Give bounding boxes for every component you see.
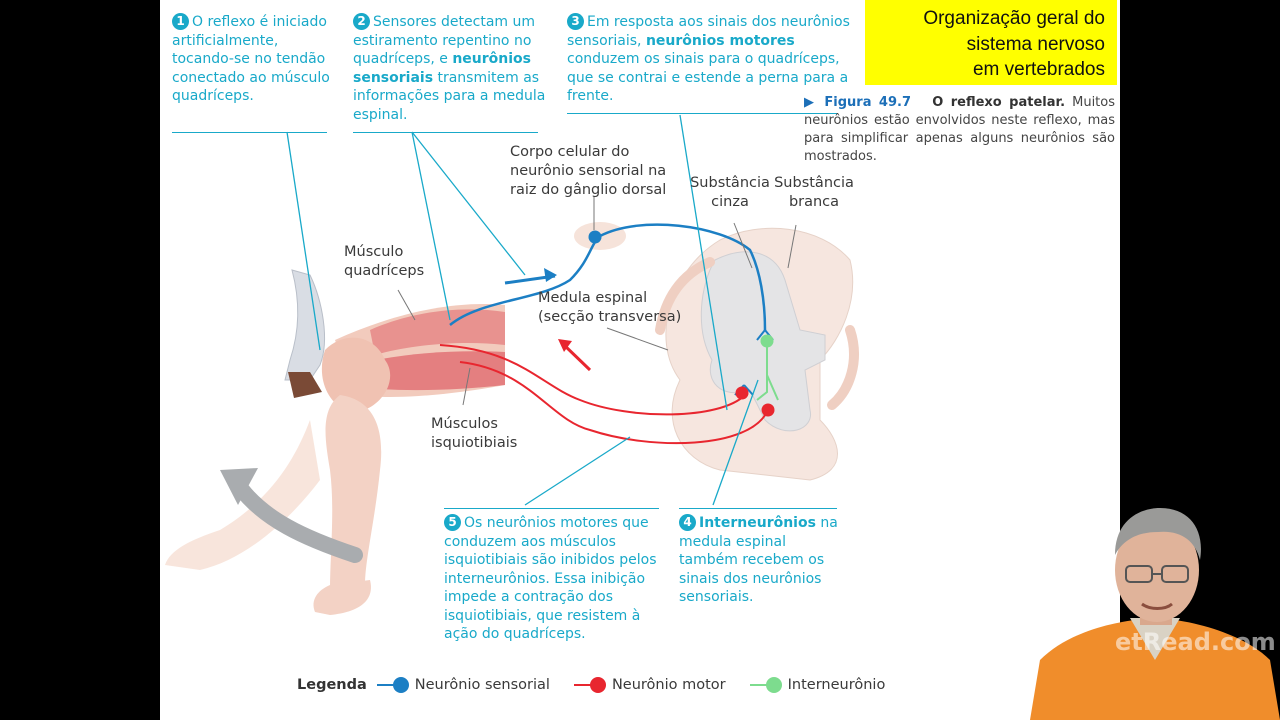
- caption-text: Muitos neurônios estão envolvidos neste …: [804, 95, 1116, 164]
- step-text-run: Interneurônios: [699, 515, 816, 531]
- label-spinal-cord: Medula espinal (secção transversa): [538, 290, 682, 325]
- interneuron-path: [756, 340, 779, 401]
- label-gray-matter: Substância cinza: [690, 175, 770, 210]
- raised-leg-ghost: [165, 420, 320, 570]
- pointer-lines: [286, 114, 759, 506]
- step-text: Os neurônios motores que conduzem aos mú…: [444, 515, 657, 642]
- step-text: O reflexo é iniciado artificialmente, to…: [172, 14, 330, 104]
- step-text-run: transmitem as informações para a medula …: [353, 69, 546, 123]
- reflex-hammer: [284, 269, 326, 381]
- step-text: Em resposta aos sinais dos neurônios sen…: [567, 14, 850, 104]
- slide-title-box: Organização geral do sistema nervoso em …: [865, 0, 1117, 85]
- title-line-3: em vertebrados: [972, 59, 1105, 80]
- step-number: 4: [679, 514, 696, 531]
- motor-cell-body-hamstring: [761, 403, 775, 417]
- step-number: 2: [353, 13, 370, 30]
- hamstring-muscle: [365, 351, 505, 391]
- legend-label-motor: Neurônio motor: [611, 677, 726, 693]
- step-number: 5: [444, 514, 461, 531]
- knee: [321, 337, 391, 412]
- spinal-cord-outer: [655, 257, 859, 410]
- leg-motion-arrow: [227, 472, 363, 563]
- legend-item-sensory: Neurônio sensorial: [376, 677, 550, 693]
- legend-item-motor: Neurônio motor: [573, 677, 726, 693]
- label-quadriceps: Músculo quadríceps: [344, 244, 425, 279]
- knee-reflex-illustration: [165, 114, 859, 615]
- legend: Legenda Neurônio sensorial Neurônio moto…: [297, 674, 909, 696]
- caption-title: O reflexo patelar.: [932, 95, 1066, 110]
- title-line-1: Organização geral do: [923, 8, 1105, 29]
- foot: [313, 580, 371, 615]
- title-line-2: sistema nervoso: [966, 33, 1105, 55]
- motor-neuron-quadriceps: [439, 344, 746, 416]
- legend-item-interneuron: Interneurônio: [749, 677, 886, 693]
- legend-label-sensory: Neurônio sensorial: [414, 677, 550, 693]
- label-cell-body: Corpo celular do neurônio sensorial na r…: [510, 144, 667, 198]
- step-text-run: neurônios motores: [645, 32, 795, 49]
- sensory-neuron-path: [449, 223, 767, 331]
- legend-marker-sensory: [376, 677, 411, 693]
- motor-neuron-hamstring: [459, 361, 769, 445]
- legend-title: Legenda: [297, 677, 367, 693]
- hammer-head: [288, 372, 322, 398]
- motor-arrow: [561, 342, 592, 372]
- step-1-rule: [172, 132, 327, 133]
- label-white-matter: Substância branca: [774, 175, 854, 210]
- caption-figure-marker: ▶ Figura 49.7: [804, 95, 912, 110]
- step-text-run: na medula espinal também recebem os sina…: [679, 515, 838, 605]
- interneuron-cell-body: [760, 334, 774, 348]
- quadriceps-muscle: [370, 309, 505, 355]
- step-text-run: Em resposta aos sinais dos neurônios sen…: [567, 14, 850, 49]
- step-text-run: O reflexo é iniciado artificialmente, to…: [172, 14, 330, 104]
- step-5-rule: [444, 508, 659, 509]
- sensory-cell-body: [588, 230, 602, 244]
- step-3-rule: [567, 113, 837, 114]
- step-text: Interneurônios na medula espinal também …: [679, 515, 838, 605]
- step-text-run: Sensores detectam um estiramento repenti…: [353, 14, 536, 67]
- step-text-run: neurônios sensoriais: [353, 51, 531, 86]
- step-2-rule: [353, 132, 538, 133]
- legend-label-interneuron: Interneurônio: [787, 677, 886, 693]
- legend-marker-motor: [573, 677, 608, 693]
- motor-cell-body-quadriceps: [735, 386, 749, 400]
- legend-marker-interneuron: [749, 677, 784, 693]
- step-text: Sensores detectam um estiramento repenti…: [353, 14, 545, 123]
- step-text-run: conduzem os sinais para o quadríceps, qu…: [567, 51, 849, 104]
- step-text-run: Os neurônios motores que conduzem aos mú…: [444, 515, 657, 642]
- step-4-rule: [679, 508, 837, 509]
- step-number: 3: [567, 13, 584, 30]
- watermark: etRead.com: [1115, 628, 1276, 656]
- label-hamstrings: Músculos isquiotibiais: [431, 416, 518, 451]
- figure-caption: ▶ Figura 49.7 O reflexo patelar. Muitos …: [804, 94, 1115, 166]
- presenter-video-overlay: [1030, 508, 1280, 720]
- label-leaders: [397, 197, 797, 406]
- step-number: 1: [172, 13, 189, 30]
